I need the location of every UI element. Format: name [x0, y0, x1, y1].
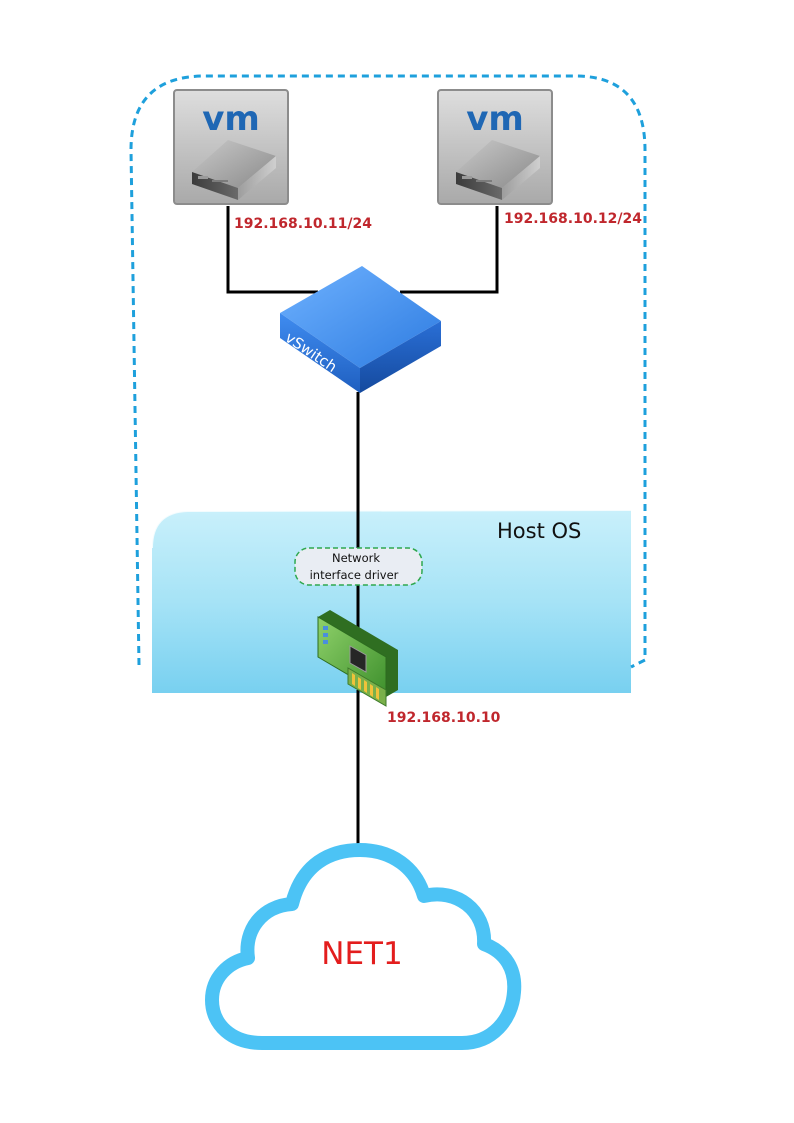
vswitch[interactable]: vSwitch [280, 266, 441, 393]
vm-1[interactable]: vm [173, 89, 289, 205]
vswitch-top [280, 266, 441, 368]
network-label: NET1 [321, 936, 402, 972]
nic-ip: 192.168.10.10 [387, 710, 501, 726]
vm-2-ip: 192.168.10.12/24 [504, 211, 642, 227]
host-os-panel: Host OS [151, 509, 632, 693]
network-interface-driver[interactable]: Network interface driver [294, 547, 423, 586]
driver-label-line2: interface driver [310, 568, 399, 582]
link-vm2-vswitch [400, 206, 499, 294]
vm-1-ip: 192.168.10.11/24 [234, 216, 372, 232]
driver-label-line1: Network [332, 551, 380, 565]
server-icon [192, 140, 276, 200]
network-cloud[interactable]: NET1 [205, 843, 522, 1050]
cloud-shape [205, 843, 522, 1050]
driver-box [294, 547, 423, 586]
vswitch-left [280, 313, 360, 393]
vm-1-logo: vm [202, 99, 260, 139]
nic-contacts [352, 673, 379, 700]
host-os-label: Host OS [497, 519, 581, 543]
link-vm1-vswitch [226, 206, 318, 294]
vm-2[interactable]: vm [437, 89, 553, 205]
server-icon [456, 140, 540, 200]
vm-2-logo: vm [466, 99, 524, 139]
vswitch-right [360, 321, 441, 393]
nic-chip [349, 645, 367, 673]
host-os-background [152, 510, 631, 693]
virtualization-boundary [129, 74, 647, 669]
nic-card[interactable] [317, 610, 398, 707]
